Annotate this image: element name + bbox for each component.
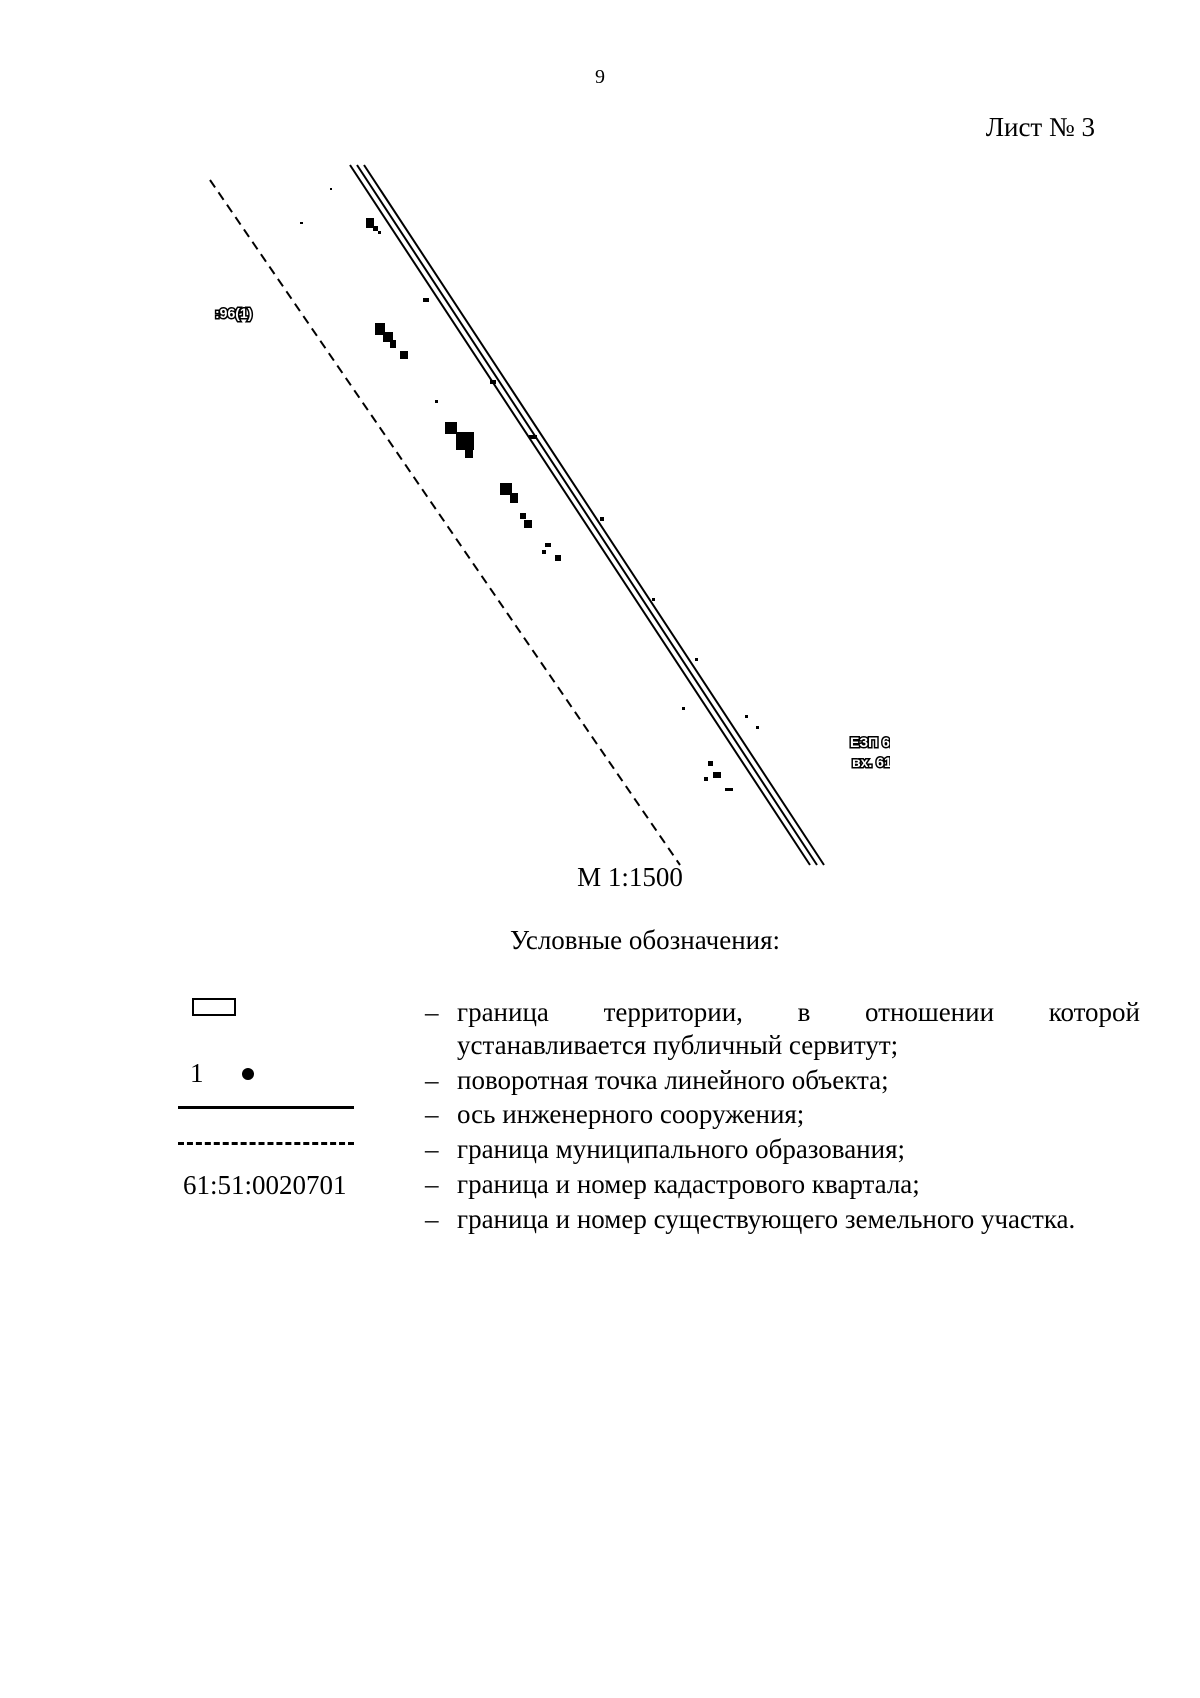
legend-item-turning-point: –поворотная точка линейного объекта; (425, 1064, 1140, 1097)
legend-dash: – (425, 997, 439, 1027)
boundary-line-1 (349, 164, 811, 866)
structures (300, 188, 759, 791)
legend-item-municipal: –граница муниципального образования; (425, 1133, 1140, 1166)
legend-dash: – (425, 1169, 439, 1199)
legend-item-text: граница и номер кадастрового квартала; (457, 1169, 920, 1199)
municipal-boundary-line (209, 179, 681, 866)
legend-dash: – (425, 1134, 439, 1164)
engineering-axis-symbol (178, 1106, 354, 1109)
legend-item-text: граница и номер существующего земельного… (457, 1204, 1076, 1234)
page-number: 9 (595, 66, 605, 88)
parcel-label: :96(1) (215, 305, 252, 321)
map-drawing: :96(1) ЕЗП 61:51:0020701:53 вх. 61:51:00… (209, 164, 890, 866)
sheet-label: Лист № 3 (985, 112, 1095, 142)
municipal-boundary-symbol (178, 1142, 354, 1145)
legend-item-text: граница муниципального образования; (457, 1134, 906, 1164)
territory-boundary-symbol (192, 998, 236, 1016)
legend-dash: – (425, 1099, 439, 1129)
legend-item-text: ось инженерного сооружения; (457, 1099, 805, 1129)
boundary-line-3 (363, 164, 825, 866)
turning-point-number: 1 (190, 1058, 204, 1088)
engineering-axis-line (356, 164, 818, 866)
legend-item-text-cont: устанавливается публичный сервитут; (457, 1030, 899, 1060)
legend-item-quarter: –граница и номер кадастрового квартала; (425, 1168, 1140, 1201)
turning-point-dot (242, 1068, 254, 1080)
legend-item-parcel: –граница и номер существующего земельног… (425, 1203, 1140, 1236)
legend-dash: – (425, 1204, 439, 1234)
map-scale: М 1:1500 (577, 862, 683, 892)
legend-item-territory: –граница территории, в отношении которой… (425, 996, 1140, 1062)
legend-title: Условные обозначения: (509, 925, 781, 955)
entrance-label: вх. 61:51:0020701:55 (852, 754, 890, 770)
legend-dash: – (425, 1065, 439, 1095)
legend-item-text: поворотная точка линейного объекта; (457, 1065, 889, 1095)
legend-item-text: граница территории, в отношении которой (457, 997, 1140, 1027)
zone-label: ЕЗП 61:51:0020701:53 (850, 734, 890, 750)
legend-item-axis: –ось инженерного сооружения; (425, 1098, 1140, 1131)
cadastral-quarter-number: 61:51:0020701 (183, 1170, 347, 1200)
